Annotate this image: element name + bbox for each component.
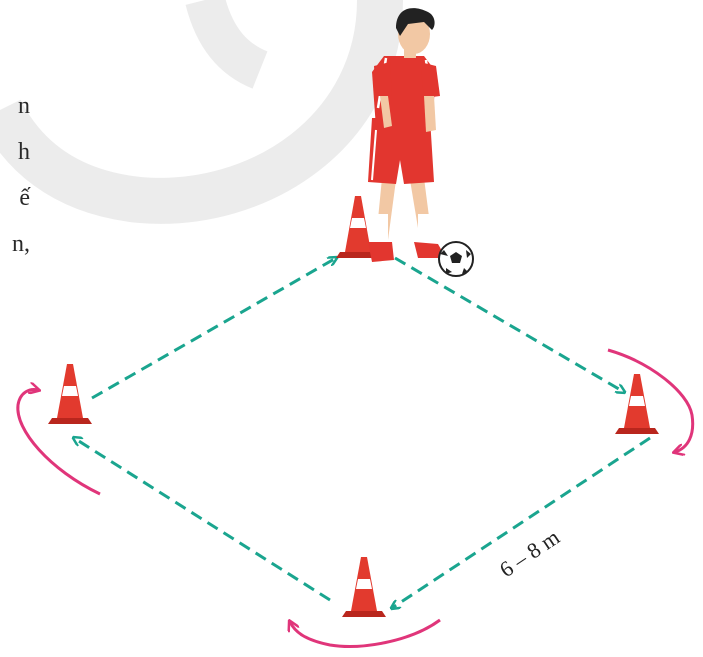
turn-arrow-left	[18, 390, 100, 494]
path-bottom-to-left	[74, 438, 330, 600]
turn-arrow-bottom	[290, 620, 440, 646]
turn-arrow-right	[608, 350, 693, 452]
path-left-to-top	[92, 258, 336, 398]
text-fragment-4: n,	[0, 230, 30, 258]
path-top-to-right	[395, 258, 624, 392]
path-right-to-bottom	[392, 438, 650, 608]
text-fragment-3: ế	[0, 184, 30, 212]
text-fragment-2: h	[0, 138, 30, 166]
cone-bottom	[342, 557, 386, 617]
cone-left	[48, 364, 92, 424]
soccer-ball-icon	[439, 242, 473, 276]
watermark	[0, 0, 380, 201]
text-fragment-1: n	[0, 92, 30, 120]
drill-path	[74, 258, 650, 608]
cone-right	[615, 374, 659, 434]
